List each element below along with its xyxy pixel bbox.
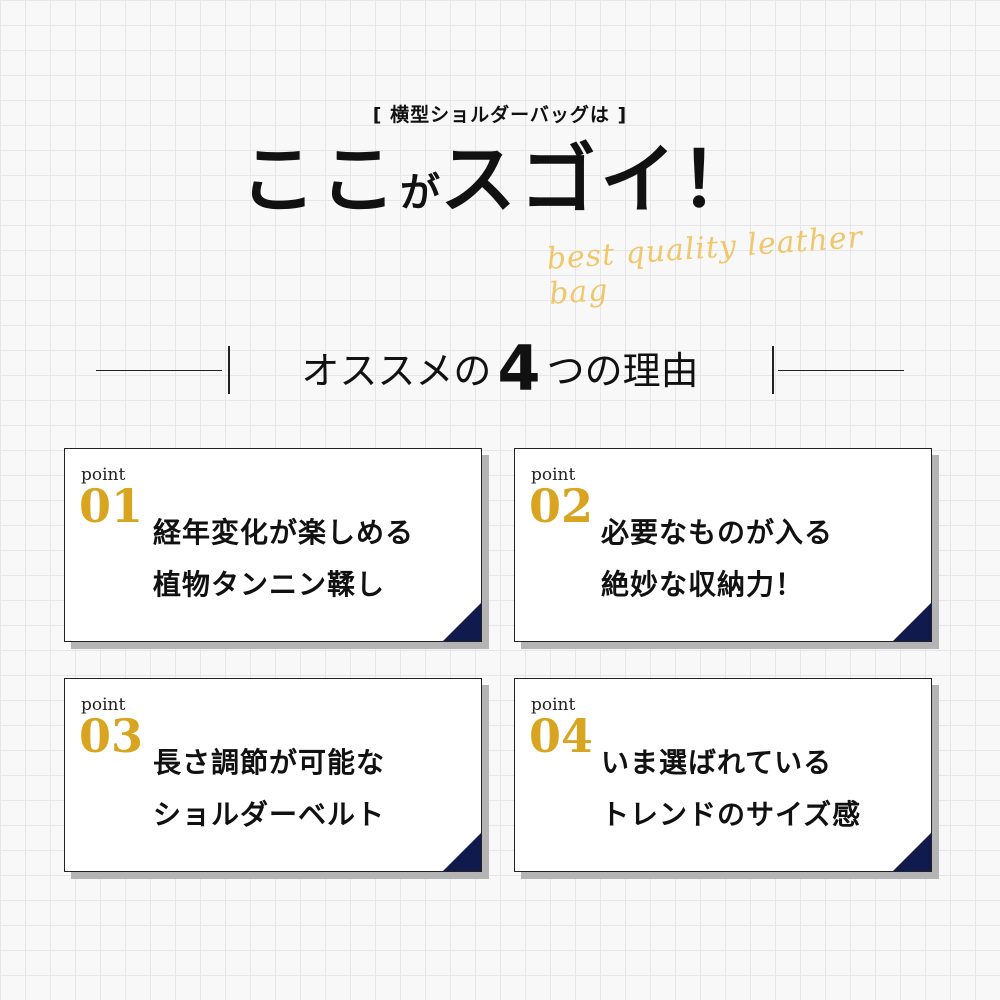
section-title-prefix: オススメの bbox=[301, 349, 492, 393]
point-description: 経年変化が楽しめる 植物タンニン鞣し bbox=[153, 507, 414, 611]
point-number: 04 bbox=[529, 709, 594, 763]
point-line-2: ショルダーベルト bbox=[153, 798, 386, 831]
subtitle: [ 横型ショルダーバッグは ] bbox=[372, 104, 628, 126]
point-card-03: point 03 長さ調節が可能な ショルダーベルト bbox=[64, 678, 482, 872]
corner-triangle bbox=[893, 833, 931, 871]
point-label: point bbox=[81, 695, 126, 715]
script-tagline: best quality leather bag bbox=[545, 219, 865, 312]
corner-triangle bbox=[443, 603, 481, 641]
point-number: 01 bbox=[79, 479, 144, 533]
point-card-04: point 04 いま選ばれている トレンドのサイズ感 bbox=[514, 678, 932, 872]
point-line-2: 植物タンニン鞣し bbox=[153, 568, 386, 601]
point-label: point bbox=[531, 465, 576, 485]
section-divider-right bbox=[778, 370, 904, 371]
headline: ここがスゴイ！ bbox=[0, 142, 1000, 218]
section-divider-left bbox=[96, 370, 222, 371]
point-line-1: いま選ばれている bbox=[601, 746, 833, 779]
point-description: 長さ調節が可能な ショルダーベルト bbox=[153, 737, 385, 841]
corner-triangle bbox=[893, 603, 931, 641]
point-line-1: 必要なものが入る bbox=[601, 516, 834, 549]
headline-part1: ここ bbox=[240, 135, 400, 224]
point-label: point bbox=[81, 465, 126, 485]
point-card-02: point 02 必要なものが入る 絶妙な収納力！ bbox=[514, 448, 932, 642]
point-description: いま選ばれている トレンドのサイズ感 bbox=[601, 737, 861, 841]
point-description: 必要なものが入る 絶妙な収納力！ bbox=[601, 507, 833, 611]
headline-small: が bbox=[400, 170, 440, 216]
corner-triangle bbox=[443, 833, 481, 871]
section-title-number: 4 bbox=[497, 332, 541, 405]
point-number: 03 bbox=[79, 709, 144, 763]
point-line-2: 絶妙な収納力！ bbox=[601, 568, 805, 601]
section-bracket-right bbox=[772, 346, 774, 394]
point-line-1: 長さ調節が可能な bbox=[153, 746, 386, 779]
point-line-1: 経年変化が楽しめる bbox=[153, 516, 415, 549]
point-card-01: point 01 経年変化が楽しめる 植物タンニン鞣し bbox=[64, 448, 482, 642]
section-bracket-left bbox=[228, 346, 230, 394]
section-title-suffix: つの理由 bbox=[546, 349, 699, 393]
point-number: 02 bbox=[529, 479, 594, 533]
point-line-2: トレンドのサイズ感 bbox=[601, 798, 862, 831]
point-label: point bbox=[531, 695, 576, 715]
headline-part2: スゴイ！ bbox=[440, 135, 760, 224]
